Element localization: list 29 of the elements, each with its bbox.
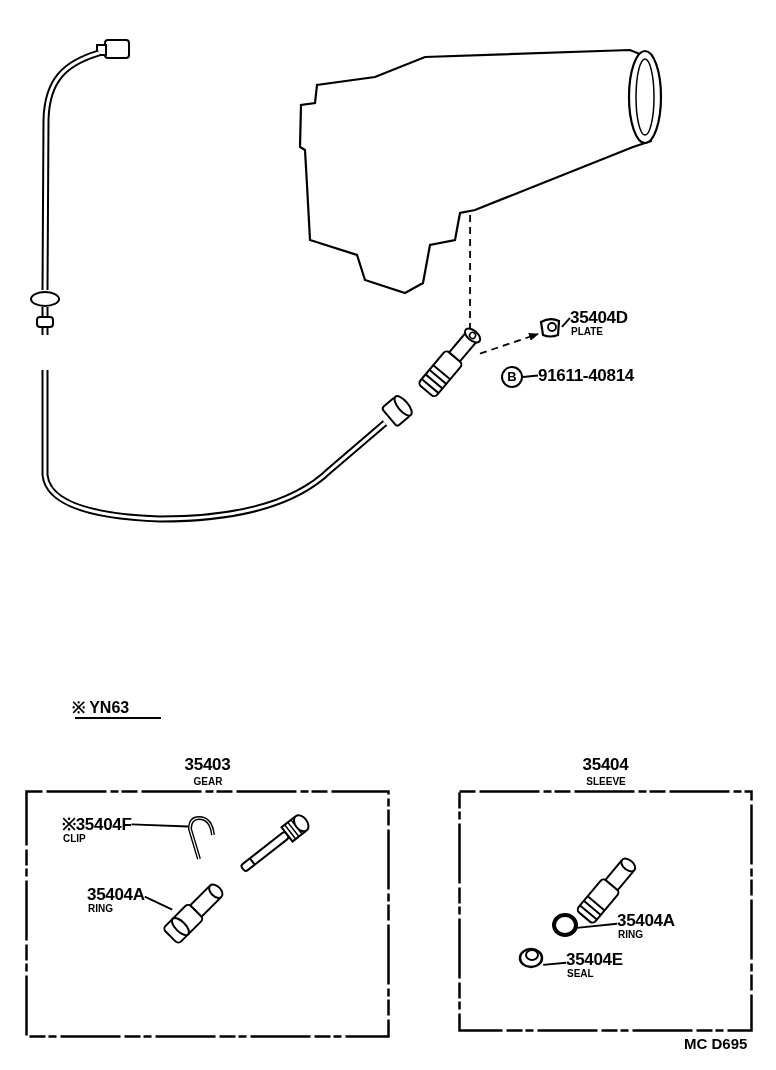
part-name: SLEEVE xyxy=(586,776,626,787)
part-name: GEAR xyxy=(193,776,223,787)
part-name: PLATE xyxy=(571,327,605,337)
leader-line xyxy=(561,317,571,328)
part-name: SEAL xyxy=(567,969,595,979)
part-number: 35403 xyxy=(184,755,231,775)
dashed-assembly-line xyxy=(469,214,472,331)
o-ring xyxy=(552,913,578,937)
part-number: 91611-40814 xyxy=(538,367,634,384)
note-text: MC D695 xyxy=(684,1035,748,1052)
circled-letter: B xyxy=(501,366,523,388)
part-number: 35404A xyxy=(87,886,145,903)
part-number: 35404 xyxy=(582,755,629,775)
leader-line xyxy=(143,895,174,911)
part-number: ※35404F xyxy=(62,816,132,833)
clip-drawing xyxy=(185,815,217,861)
dashed-assembly-line xyxy=(479,333,539,355)
part-name: RING xyxy=(88,904,114,914)
leader-line xyxy=(542,961,567,966)
part-name: RING xyxy=(618,930,644,940)
note-text: ※ YN63 xyxy=(72,698,130,718)
part-number: 35404A xyxy=(617,912,675,929)
part-number: 35404D xyxy=(570,309,628,326)
plate-drawing xyxy=(538,316,562,340)
part-number: 35404E xyxy=(566,951,623,968)
part-name: CLIP xyxy=(63,834,87,844)
leader-line xyxy=(575,922,618,929)
leader-line xyxy=(130,823,190,828)
leader-line xyxy=(522,374,539,378)
